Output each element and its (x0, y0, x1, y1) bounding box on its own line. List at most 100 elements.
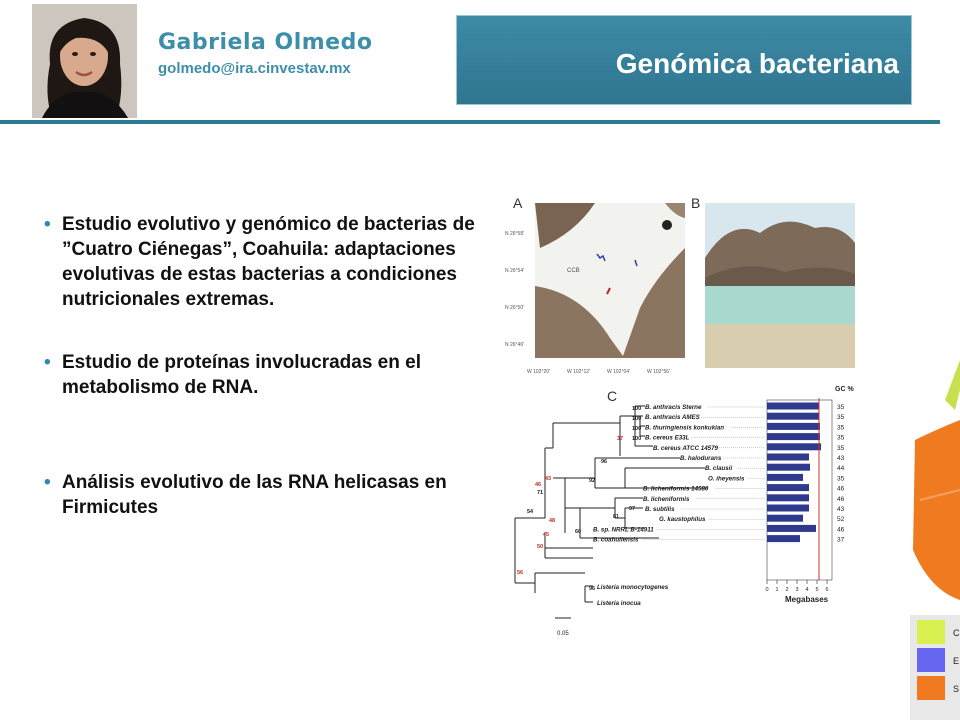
header-divider (0, 120, 940, 124)
bootstrap-value-red: 45 (543, 532, 549, 538)
taxon-label: B. anthracis Sterne (645, 404, 702, 411)
genome-size-bar (767, 402, 819, 410)
bootstrap-value: 54 (527, 509, 534, 515)
legend-label: S (953, 684, 959, 694)
phylogenetic-tree (514, 405, 708, 603)
panel-c-label: C (607, 388, 617, 404)
genome-size-bar (767, 504, 809, 512)
gc-value: 35 (837, 414, 845, 421)
gc-value: 35 (837, 435, 845, 442)
tick-label: 0 (766, 587, 769, 593)
genome-size-bar (767, 524, 816, 532)
research-figure: A CCB N 26°58' N 26°54' N 26°50' N 26°46… (505, 195, 855, 637)
bullet-list: Estudio evolutivo y genómico de bacteria… (42, 212, 502, 520)
taxon-label: Listeria monocytogenes (597, 584, 669, 591)
tick-label: 6 (826, 587, 829, 593)
bootstrap-value-red: 48 (549, 518, 555, 524)
author-photo (32, 4, 137, 118)
taxon-label: B. thuringiensis konkukian (645, 424, 724, 431)
genome-size-bar (767, 433, 820, 441)
map-lat-label: N 26°54' (505, 268, 524, 274)
genome-size-bar (767, 443, 821, 451)
bootstrap-value: 60 (575, 529, 581, 535)
tick-label: 3 (796, 587, 799, 593)
taxon-label: B. sp. NRRL B-14911 (593, 526, 654, 533)
genome-size-bar (767, 473, 803, 481)
genome-size-bar (767, 422, 820, 430)
bootstrap-value: 71 (537, 490, 543, 496)
map-lon-label: W 102°12' (567, 369, 590, 375)
gc-value: 35 (837, 475, 845, 482)
legend-swatch (917, 676, 945, 700)
legend-label: E (953, 656, 959, 666)
taxon-label: B. licheniformis (643, 496, 690, 503)
bootstrap-value-red: 56 (517, 570, 523, 576)
bullet-item: Estudio evolutivo y genómico de bacteria… (42, 212, 502, 312)
author-name: Gabriela Olmedo (158, 30, 373, 55)
gc-value: 52 (837, 516, 845, 523)
landscape-photo (705, 203, 855, 368)
genome-size-bar (767, 535, 800, 543)
bullet-item: Análisis evolutivo de las RNA helicasas … (42, 470, 502, 520)
bootstrap-value-red: 37 (617, 436, 623, 442)
taxon-label: B. licheniformis 14580 (643, 486, 709, 493)
bootstrap-value: 92 (589, 478, 595, 484)
megabase-ticks: 0 1 2 3 4 5 6 (766, 580, 829, 593)
genome-size-bars (766, 398, 833, 581)
gc-value: 46 (837, 496, 845, 503)
gc-value: 46 (837, 526, 845, 533)
bootstrap-value: 100 (632, 406, 641, 412)
gc-value: 46 (837, 486, 845, 493)
map-lat-label: N 26°50' (505, 305, 524, 311)
tick-label: 4 (806, 587, 809, 593)
taxon-label: B. subtilis (645, 506, 675, 513)
panel-b-label: B (691, 195, 700, 211)
genome-size-bar (767, 412, 819, 420)
taxon-label: B. cereus E33L (645, 435, 690, 442)
title-banner: Genómica bacteriana (456, 15, 912, 105)
taxon-label: B. anthracis AMES (645, 414, 701, 421)
gc-header: GC % (835, 386, 854, 393)
taxon-label: B. coahuilensis (593, 537, 639, 544)
bootstrap-value: 97 (629, 506, 635, 512)
tick-label: 5 (816, 587, 819, 593)
map-lon-label: W 102°20' (527, 369, 550, 375)
bootstrap-value-red: 46 (535, 482, 541, 488)
gc-value: 35 (837, 445, 845, 452)
slide-title: Genómica bacteriana (615, 48, 899, 79)
gc-value: 44 (837, 465, 845, 472)
compass-icon (662, 220, 672, 230)
scale-label: 0.05 (557, 631, 569, 637)
taxa-labels: B. anthracis Sterne B. anthracis AMES B. t… (593, 404, 765, 607)
megabase-axis-label: Megabases (785, 595, 829, 604)
bootstrap-value: 100 (632, 436, 641, 442)
gc-value: 35 (837, 424, 845, 431)
genome-size-bar (767, 494, 809, 502)
genome-size-bar (767, 484, 809, 492)
taxon-label: O. iheyensis (708, 475, 745, 482)
map-site-label: CCB (567, 268, 580, 274)
bootstrap-value: 81 (613, 514, 619, 520)
map-lat-label: N 26°58' (505, 231, 524, 237)
bootstrap-value-red: 50 (537, 544, 543, 550)
panel-a-label: A (513, 195, 523, 211)
genome-size-bar (767, 463, 810, 471)
tick-label: 1 (776, 587, 779, 593)
bootstrap-value: 96 (601, 459, 607, 465)
tick-label: 2 (786, 587, 789, 593)
gc-value: 43 (837, 455, 845, 462)
legend-swatch (917, 620, 945, 644)
genome-size-bar (767, 453, 809, 461)
author-email[interactable]: golmedo@ira.cinvestav.mx (158, 60, 351, 77)
bootstrap-value: 96 (589, 586, 595, 592)
bootstrap-labels: 1001001001009692719781605496374346484550… (517, 406, 641, 592)
bootstrap-value: 100 (632, 416, 641, 422)
taxon-label: G. kaustophilus (659, 516, 706, 523)
genome-size-bar (767, 514, 803, 522)
map-lat-label: N 26°46' (505, 342, 524, 348)
taxon-label: B. cereus ATCC 14579 (653, 445, 719, 452)
legend-swatch (917, 648, 945, 672)
gc-value: 43 (837, 506, 845, 513)
side-figure-fragment: CES (910, 360, 960, 720)
